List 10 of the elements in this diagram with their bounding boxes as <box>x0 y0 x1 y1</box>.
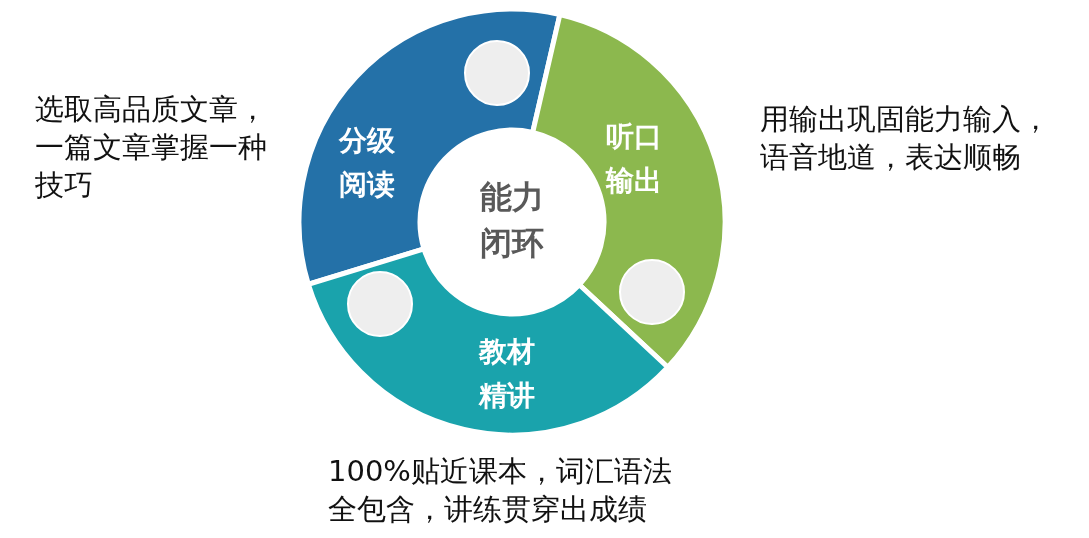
circle-marker <box>463 39 531 107</box>
circle-marker <box>346 270 414 338</box>
description-text: 选取高品质文章，一篇文章掌握一种技巧 <box>35 91 268 204</box>
description-text: 100%贴近课本，词汇语法全包含，讲练贯穿出成绩 <box>328 453 673 528</box>
circle-marker <box>618 258 686 326</box>
segment-label: 分级阅读 <box>338 123 396 203</box>
segment-label: 教材精讲 <box>477 334 536 414</box>
center-label: 能力闭环 <box>479 177 545 264</box>
description-text: 用输出巩固能力输入，语音地道，表达顺畅 <box>760 101 1051 176</box>
segment-label: 听口输出 <box>604 119 663 199</box>
